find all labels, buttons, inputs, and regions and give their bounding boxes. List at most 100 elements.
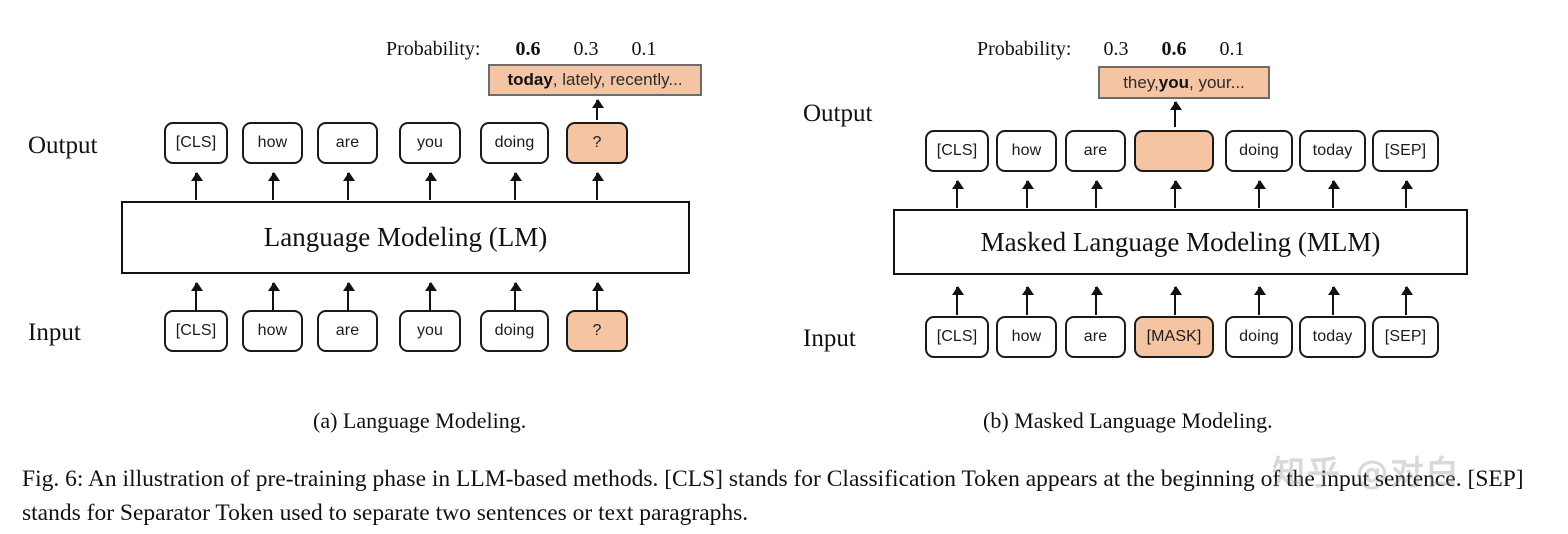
output-token-mlm-1[interactable]: how — [996, 130, 1057, 172]
arrow-lm-in-1 — [267, 282, 280, 310]
output-token-lm-3-text: you — [416, 134, 444, 151]
arrow-lm-up-1 — [267, 172, 280, 200]
arrow-lm-up-3 — [424, 172, 437, 200]
probability-label-mlm: Probability: — [977, 38, 1072, 60]
arrow-mlm-in-2 — [1090, 286, 1103, 315]
arrow-mlm-output-to-candidates — [1169, 101, 1182, 127]
input-token-mlm-2[interactable]: are — [1065, 316, 1126, 358]
arrow-mlm-up-0 — [951, 180, 964, 208]
input-token-lm-3-text: you — [416, 322, 444, 339]
output-token-lm-4[interactable]: doing — [480, 122, 549, 164]
input-token-mlm-3-text: [MASK] — [1146, 328, 1202, 345]
input-label-lm: Input — [28, 319, 81, 346]
input-token-lm-4-text: doing — [494, 322, 535, 339]
arrow-mlm-in-4 — [1253, 286, 1266, 315]
input-token-lm-2-text: are — [335, 322, 360, 339]
output-label-lm: Output — [28, 132, 98, 159]
arrow-lm-in-3 — [424, 282, 437, 310]
output-token-lm-2[interactable]: are — [317, 122, 378, 164]
candidate-highlight-lm: today — [507, 70, 553, 89]
input-token-mlm-3[interactable]: [MASK] — [1134, 316, 1214, 358]
output-token-mlm-2[interactable]: are — [1065, 130, 1126, 172]
output-token-mlm-5[interactable]: today — [1299, 130, 1366, 172]
output-token-lm-5-text: ? — [592, 134, 602, 151]
input-token-mlm-0[interactable]: [CLS] — [925, 316, 989, 358]
output-token-lm-5[interactable]: ? — [566, 122, 628, 164]
input-token-mlm-6[interactable]: [SEP] — [1372, 316, 1439, 358]
output-token-mlm-1-text: how — [1011, 142, 1042, 159]
input-token-lm-2[interactable]: are — [317, 310, 378, 352]
candidate-highlight-mlm: you — [1158, 72, 1190, 92]
input-token-mlm-0-text: [CLS] — [936, 328, 978, 345]
arrow-lm-up-0 — [190, 172, 203, 200]
output-token-lm-1-text: how — [257, 134, 288, 151]
arrow-mlm-in-5 — [1327, 286, 1340, 315]
input-token-lm-5[interactable]: ? — [566, 310, 628, 352]
arrow-lm-in-2 — [342, 282, 355, 310]
candidate-suffix-mlm: , your... — [1189, 72, 1245, 92]
model-block-lm: Language Modeling (LM) — [121, 201, 690, 274]
arrow-mlm-up-1 — [1021, 180, 1034, 208]
output-label-mlm: Output — [803, 100, 873, 127]
input-token-lm-4[interactable]: doing — [480, 310, 549, 352]
input-token-lm-5-text: ? — [592, 322, 602, 339]
input-token-lm-1[interactable]: how — [242, 310, 303, 352]
input-token-mlm-6-text: [SEP] — [1384, 328, 1427, 345]
arrow-mlm-up-2 — [1090, 180, 1103, 208]
input-token-mlm-1[interactable]: how — [996, 316, 1057, 358]
output-token-mlm-4[interactable]: doing — [1225, 130, 1293, 172]
output-token-lm-4-text: doing — [494, 134, 535, 151]
input-token-mlm-2-text: are — [1083, 328, 1108, 345]
input-token-lm-0[interactable]: [CLS] — [164, 310, 228, 352]
input-label-mlm: Input — [803, 325, 856, 352]
model-block-mlm: Masked Language Modeling (MLM) — [893, 209, 1468, 275]
input-token-mlm-4[interactable]: doing — [1225, 316, 1293, 358]
arrow-lm-up-4 — [509, 172, 522, 200]
prediction-candidates-box-lm: today, lately, recently... — [488, 64, 702, 96]
probability-value-mlm-1: 0.6 — [1161, 38, 1187, 60]
output-token-lm-1[interactable]: how — [242, 122, 303, 164]
subcaption-lm: (a) Language Modeling. — [313, 408, 527, 433]
output-token-mlm-0-text: [CLS] — [936, 142, 978, 159]
probability-value-lm-2: 0.1 — [631, 38, 657, 60]
input-token-mlm-1-text: how — [1011, 328, 1042, 345]
output-token-mlm-6[interactable]: [SEP] — [1372, 130, 1439, 172]
arrow-mlm-in-6 — [1400, 286, 1413, 315]
output-token-lm-2-text: are — [335, 134, 360, 151]
input-token-mlm-5[interactable]: today — [1299, 316, 1366, 358]
output-token-lm-3[interactable]: you — [399, 122, 461, 164]
probability-value-mlm-0: 0.3 — [1103, 38, 1129, 60]
arrow-lm-in-5 — [591, 282, 604, 310]
subcaption-mlm: (b) Masked Language Modeling. — [983, 408, 1273, 433]
probability-value-mlm-2: 0.1 — [1219, 38, 1245, 60]
arrow-mlm-up-4 — [1253, 180, 1266, 208]
arrow-mlm-up-5 — [1327, 180, 1340, 208]
output-token-lm-0[interactable]: [CLS] — [164, 122, 228, 164]
input-token-mlm-5-text: today — [1312, 328, 1353, 345]
candidate-prefix-mlm: they, — [1123, 72, 1159, 92]
arrow-mlm-in-3 — [1169, 286, 1182, 315]
candidate-suffix-lm: , lately, recently... — [552, 70, 683, 89]
output-token-mlm-4-text: doing — [1239, 142, 1279, 159]
input-token-lm-0-text: [CLS] — [175, 322, 217, 339]
watermark: 知乎 @对白 — [1272, 453, 1461, 492]
arrow-lm-up-5 — [591, 172, 604, 200]
arrow-mlm-up-3 — [1169, 180, 1182, 208]
input-token-lm-3[interactable]: you — [399, 310, 461, 352]
arrow-lm-output-to-candidates — [591, 99, 604, 120]
output-token-mlm-0[interactable]: [CLS] — [925, 130, 989, 172]
probability-label-lm: Probability: — [386, 38, 481, 60]
output-token-mlm-3[interactable] — [1134, 130, 1214, 172]
figure-caption: Fig. 6: An illustration of pre-training … — [22, 466, 1524, 526]
arrow-lm-in-0 — [190, 282, 203, 310]
output-token-mlm-6-text: [SEP] — [1384, 142, 1427, 159]
output-token-mlm-2-text: are — [1083, 142, 1108, 159]
arrow-mlm-in-0 — [951, 286, 964, 315]
input-token-mlm-4-text: doing — [1239, 328, 1279, 345]
model-block-lm-label: Language Modeling (LM) — [263, 222, 548, 252]
arrow-mlm-in-1 — [1021, 286, 1034, 315]
model-block-mlm-label: Masked Language Modeling (MLM) — [980, 226, 1381, 257]
probability-value-lm-1: 0.3 — [573, 38, 599, 60]
probability-value-lm-0: 0.6 — [515, 38, 541, 60]
